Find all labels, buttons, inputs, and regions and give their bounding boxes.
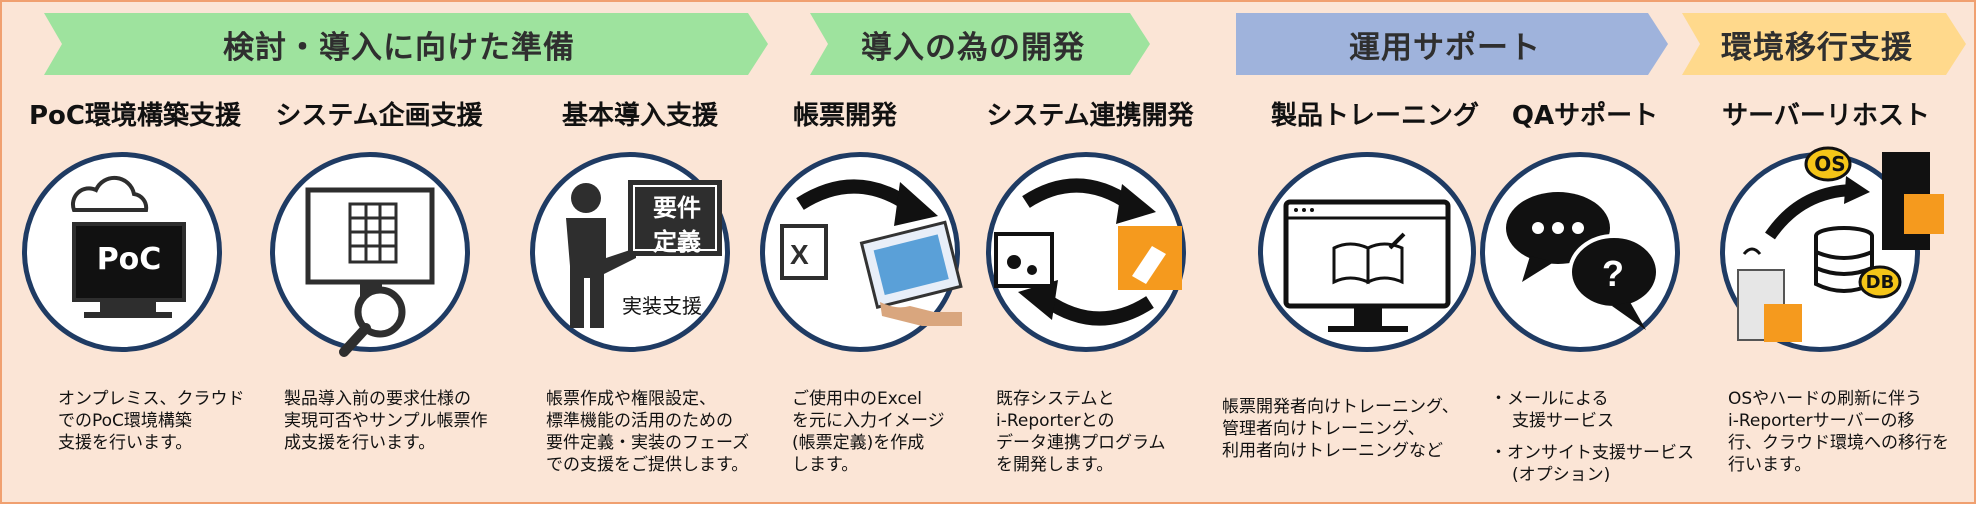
os-label: OS <box>1814 152 1846 176</box>
qa-bullet-mail: メールによる <box>1490 388 1694 410</box>
desc-poc: オンプレミス、クラウドでのPoC環境構築支援を行います。 <box>58 389 245 453</box>
phase-arrows <box>44 13 1966 75</box>
requirement-text-2: 定義 <box>653 228 701 256</box>
requirement-text-1: 要件 <box>653 194 701 222</box>
spreadsheet-search-icon <box>305 187 435 357</box>
training-monitor-icon <box>1283 199 1451 332</box>
phase-label-operation: 運用サポート <box>1349 29 1541 66</box>
db-label: DB <box>1865 272 1895 293</box>
service-title-system-integration: システム連携開発 <box>986 101 1194 131</box>
desc-qa: メールによる 支援サービス オンサイト支援サービス (オプション) <box>1490 388 1694 486</box>
phase-label-migration: 環境移行支援 <box>1721 29 1913 66</box>
desc-planning: 製品導入前の要求仕様の実現可否やサンプル帳票作成支援を行います。 <box>284 389 488 453</box>
desc-basic-intro: 帳票作成や権限設定、標準機能の活用のための要件定義・実装のフェーズでの支援をご提… <box>546 389 750 475</box>
phase-arrow-2 <box>810 13 1150 75</box>
phase-arrow-1 <box>44 13 768 75</box>
server-rehost-icon <box>1737 146 1944 342</box>
presenter-board-icon <box>566 180 722 328</box>
service-title-planning: システム企画支援 <box>275 101 483 131</box>
svg-text:X: X <box>790 239 809 270</box>
poc-icon-text: PoC <box>96 242 162 277</box>
excel-to-tablet-icon: X <box>780 179 963 326</box>
chat-bubbles-icon: ? <box>1506 192 1660 330</box>
service-title-rehost: サーバーリホスト <box>1722 101 1930 131</box>
poc-monitor-icon <box>70 175 186 318</box>
service-title-training: 製品トレーニング <box>1270 101 1479 131</box>
system-integration-icon <box>994 178 1182 326</box>
phase-arrow-4 <box>1682 13 1966 75</box>
service-title-basic-intro: 基本導入支援 <box>561 101 718 131</box>
service-title-poc: PoC環境構築支援 <box>29 101 241 131</box>
qa-bullet-onsite: オンサイト支援サービス <box>1490 442 1694 464</box>
phase-label-development: 導入の為の開発 <box>861 29 1085 66</box>
service-title-form-dev: 帳票開発 <box>792 101 897 131</box>
desc-training: 帳票開発者向けトレーニング、管理者向けトレーニング、利用者向けトレーニングなど <box>1222 397 1459 461</box>
phase-label-preparation: 検討・導入に向けた準備 <box>223 29 575 66</box>
implementation-caption: 実装支援 <box>622 294 702 318</box>
service-title-qa: QAサポート <box>1511 101 1659 131</box>
phase-arrow-3 <box>1236 13 1668 75</box>
svg-text:?: ? <box>1602 253 1624 294</box>
